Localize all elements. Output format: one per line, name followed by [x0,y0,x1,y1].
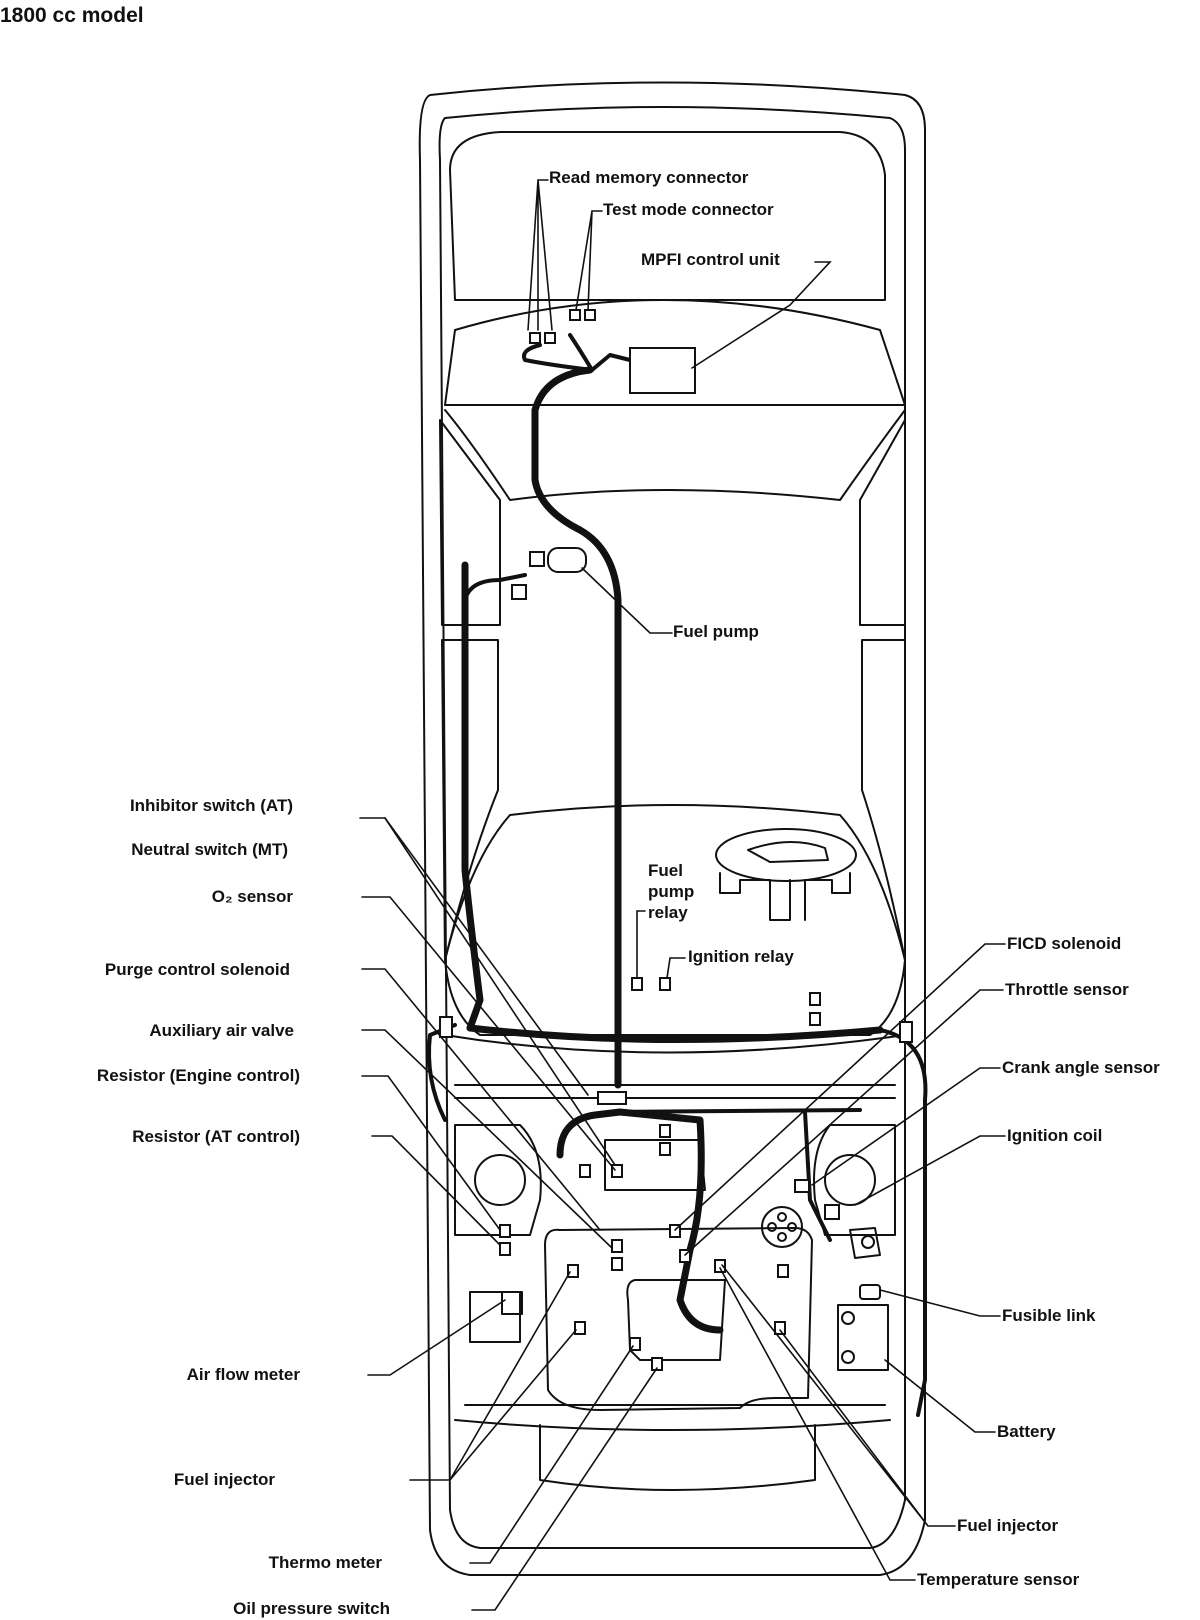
seat-left [719,872,791,921]
label-fuel-pump-relay-line3: relay [648,903,688,922]
rear-side-window-right [859,419,906,626]
leader-read-memory [527,179,553,331]
label-inhibitor-switch: Inhibitor switch (AT) [129,796,293,815]
strut-tower-left [454,1124,542,1236]
front-side-window-right [861,639,906,961]
fuel-pump-body [547,547,587,573]
leader-resistor-engine [361,1075,501,1231]
label-air-flow-meter: Air flow meter [186,1365,300,1384]
leader-fuel-pump-relay [636,910,646,979]
mpfi-control-unit-box [629,347,696,394]
leader-mpfi [691,261,832,369]
windshield [444,804,906,1036]
branch-mpfi [590,353,632,372]
air-flow-meter-box [469,1291,521,1343]
steering-wheel [715,828,857,882]
rear-side-window-left [439,419,501,626]
label-auxiliary-air-valve: Auxiliary air valve [149,1021,294,1040]
battery-box [837,1304,889,1371]
label-fuel-injector-left: Fuel injector [173,1470,275,1489]
ignition-coil-body [849,1227,881,1259]
label-thermo-meter: Thermo meter [268,1553,382,1572]
distributor [761,1206,803,1248]
wheel-right [824,1154,876,1206]
label-throttle-sensor: Throttle sensor [1005,980,1129,999]
roof-rear-glass [444,409,906,501]
leader-ficd [674,943,1006,1231]
label-fuel-pump: Fuel pump [673,622,759,641]
leader-air-flow [367,1299,506,1376]
label-ficd-solenoid: FICD solenoid [1007,934,1122,953]
leader-battery [884,1359,996,1433]
label-purge-control-solenoid: Purge control solenoid [104,960,290,979]
page-title: 1800 cc model [0,4,144,27]
label-ignition-relay: Ignition relay [688,947,794,966]
engine-block [544,1227,813,1411]
branch-read-mem [522,343,594,372]
label-neutral-switch: Neutral switch (MT) [131,840,288,859]
leader-resistor-at [371,1135,501,1246]
cowl [444,1034,906,1054]
label-fusible-link: Fusible link [1002,1306,1096,1325]
leader-oil-pressure [471,1367,658,1611]
branch-test [568,333,594,372]
valve-cover [604,1139,706,1191]
front-bumper [454,1419,891,1431]
leader-thermo [469,1345,634,1564]
label-battery: Battery [997,1422,1056,1441]
wheel-left [474,1154,526,1206]
leader-ignition-relay [666,957,686,979]
label-test-mode-connector: Test mode connector [603,200,774,219]
right-harness [878,1028,928,1417]
leader-fuel-injector-right [721,1264,956,1527]
leader-fusible [879,1289,1001,1317]
leader-aux-air [361,1029,613,1249]
label-read-memory-connector: Read memory connector [549,168,749,187]
main-harness-rear [531,366,622,1089]
label-fuel-pump-relay-line1: Fuel [648,861,683,880]
leader-fuel-pump [581,567,673,634]
front-grille [539,1424,816,1491]
label-fuel-pump-relay-line2: pump [648,882,695,901]
main-harness-left [461,561,484,1032]
intake-manifold [626,1279,726,1361]
top-cross-harness [608,1108,862,1114]
label-o2-sensor: O₂ sensor [211,887,293,906]
rear-deck [444,299,906,406]
label-temperature-sensor: Temperature sensor [917,1570,1080,1589]
label-fuel-pump-relay: Fuel pump relay [648,860,694,923]
seat-right [804,872,851,921]
leader-purge [361,968,601,1231]
label-mpfi-control-unit: MPFI control unit [641,250,780,269]
car-body-outline [418,81,926,1576]
right-engine-branch [803,1110,832,1242]
rear-window [449,131,886,301]
engine-harness [556,1108,724,1334]
label-resistor-engine-control: Resistor (Engine control) [96,1066,300,1085]
leader-test-mode [575,210,603,311]
label-ignition-coil: Ignition coil [1007,1126,1103,1145]
leader-fuel-injector-left [409,1271,577,1481]
dash-harness [466,1024,884,1044]
steering-hub [747,840,829,863]
leader-crank [811,1067,1001,1186]
leader-neutral [384,817,616,1166]
leader-temperature [719,1267,916,1581]
leader-ignition-coil [854,1135,1006,1206]
branch-fuel-pump [463,573,527,602]
car-body-inner [438,106,906,1549]
label-oil-pressure-switch: Oil pressure switch [233,1599,390,1618]
label-crank-angle-sensor: Crank angle sensor [1002,1058,1160,1077]
label-resistor-at-control: Resistor (AT control) [132,1127,300,1146]
label-fuel-injector-right: Fuel injector [957,1516,1059,1535]
leader-throttle [684,989,1004,1256]
leader-o2 [361,896,616,1171]
